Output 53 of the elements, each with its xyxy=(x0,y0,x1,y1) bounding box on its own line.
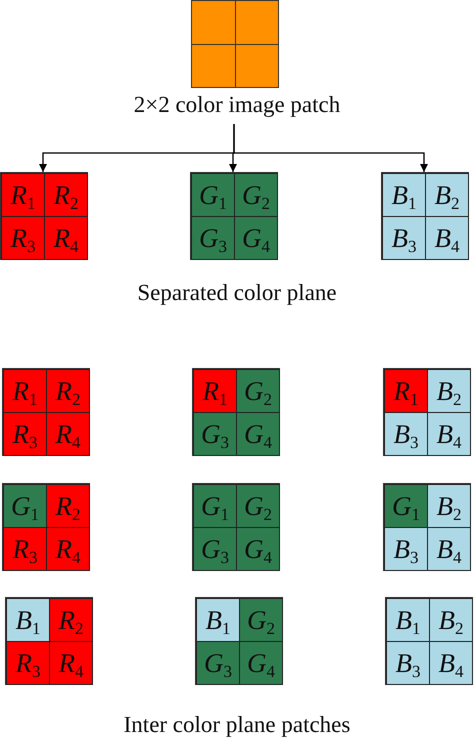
pixel-square: B$_{1}$ xyxy=(196,598,240,642)
pixel-square: G$_{1}$ xyxy=(384,484,428,528)
pixel-square: B$_{4}$ xyxy=(425,216,469,260)
pixel-square: R$_{3}$ xyxy=(1,216,45,260)
pixel-square: B$_{2}$ xyxy=(427,369,471,413)
pixel-square: R$_{1}$ xyxy=(3,369,47,413)
pixel-square: B$_{2}$ xyxy=(429,598,473,642)
pixel-square: R$_{4}$ xyxy=(49,641,93,685)
pixel-square: R$_{1}$ xyxy=(384,369,428,413)
pixel-square: G$_{2}$ xyxy=(234,173,278,217)
pixel-square: R$_{2}$ xyxy=(49,598,93,642)
caption: Separated color plane xyxy=(137,280,337,305)
pixel-square: R$_{3}$ xyxy=(3,527,47,571)
pixel-square: G$_{4}$ xyxy=(236,412,280,456)
pixel-square: R$_{2}$ xyxy=(44,173,88,217)
pixel-square: G$_{1}$ xyxy=(193,484,237,528)
pixel-square: G$_{4}$ xyxy=(236,527,280,571)
caption: Inter color plane patches xyxy=(124,712,350,737)
arrow xyxy=(233,124,428,172)
pixel-square: B$_{3}$ xyxy=(386,641,430,685)
pixel-square: R$_{2}$ xyxy=(46,369,90,413)
pixel-square: G$_{1}$ xyxy=(3,484,47,528)
node-label: 2×2 color image patch xyxy=(134,92,340,117)
pixel-square: B$_{3}$ xyxy=(384,527,428,571)
pixel-square: R$_{1}$ xyxy=(193,369,237,413)
pixel-square: G$_{4}$ xyxy=(234,216,278,260)
pixel-square: R$_{4}$ xyxy=(44,216,88,260)
pixel-square: B$_{1}$ xyxy=(382,173,426,217)
pixel-square: R$_{3}$ xyxy=(6,641,50,685)
pixel-square: G$_{1}$ xyxy=(191,173,235,217)
pixel-square: R$_{4}$ xyxy=(46,412,90,456)
pixel-square: G$_{2}$ xyxy=(236,369,280,413)
pixel-square: B$_{4}$ xyxy=(427,527,471,571)
pixel-square: B$_{4}$ xyxy=(427,412,471,456)
pixel-square: R$_{2}$ xyxy=(46,484,90,528)
pixel-square: B$_{2}$ xyxy=(427,484,471,528)
pixel-square: G$_{2}$ xyxy=(236,484,280,528)
pixel-square: G$_{3}$ xyxy=(193,527,237,571)
pixel-square: B$_{2}$ xyxy=(425,173,469,217)
pixel-square: B$_{1}$ xyxy=(6,598,50,642)
pixel-square: R$_{3}$ xyxy=(3,412,47,456)
image-patch xyxy=(191,0,279,88)
pixel-square: G$_{4}$ xyxy=(239,641,283,685)
pixel-square: B$_{3}$ xyxy=(384,412,428,456)
pixel-square: G$_{2}$ xyxy=(239,598,283,642)
pixel-square: G$_{3}$ xyxy=(191,216,235,260)
pixel-square: R$_{4}$ xyxy=(46,527,90,571)
pixel-square: G$_{3}$ xyxy=(196,641,240,685)
pixel-square: B$_{4}$ xyxy=(429,641,473,685)
pixel-square: R$_{1}$ xyxy=(1,173,45,217)
pixel-square: G$_{3}$ xyxy=(193,412,237,456)
pixel-square: B$_{1}$ xyxy=(386,598,430,642)
pixel-square: B$_{3}$ xyxy=(382,216,426,260)
